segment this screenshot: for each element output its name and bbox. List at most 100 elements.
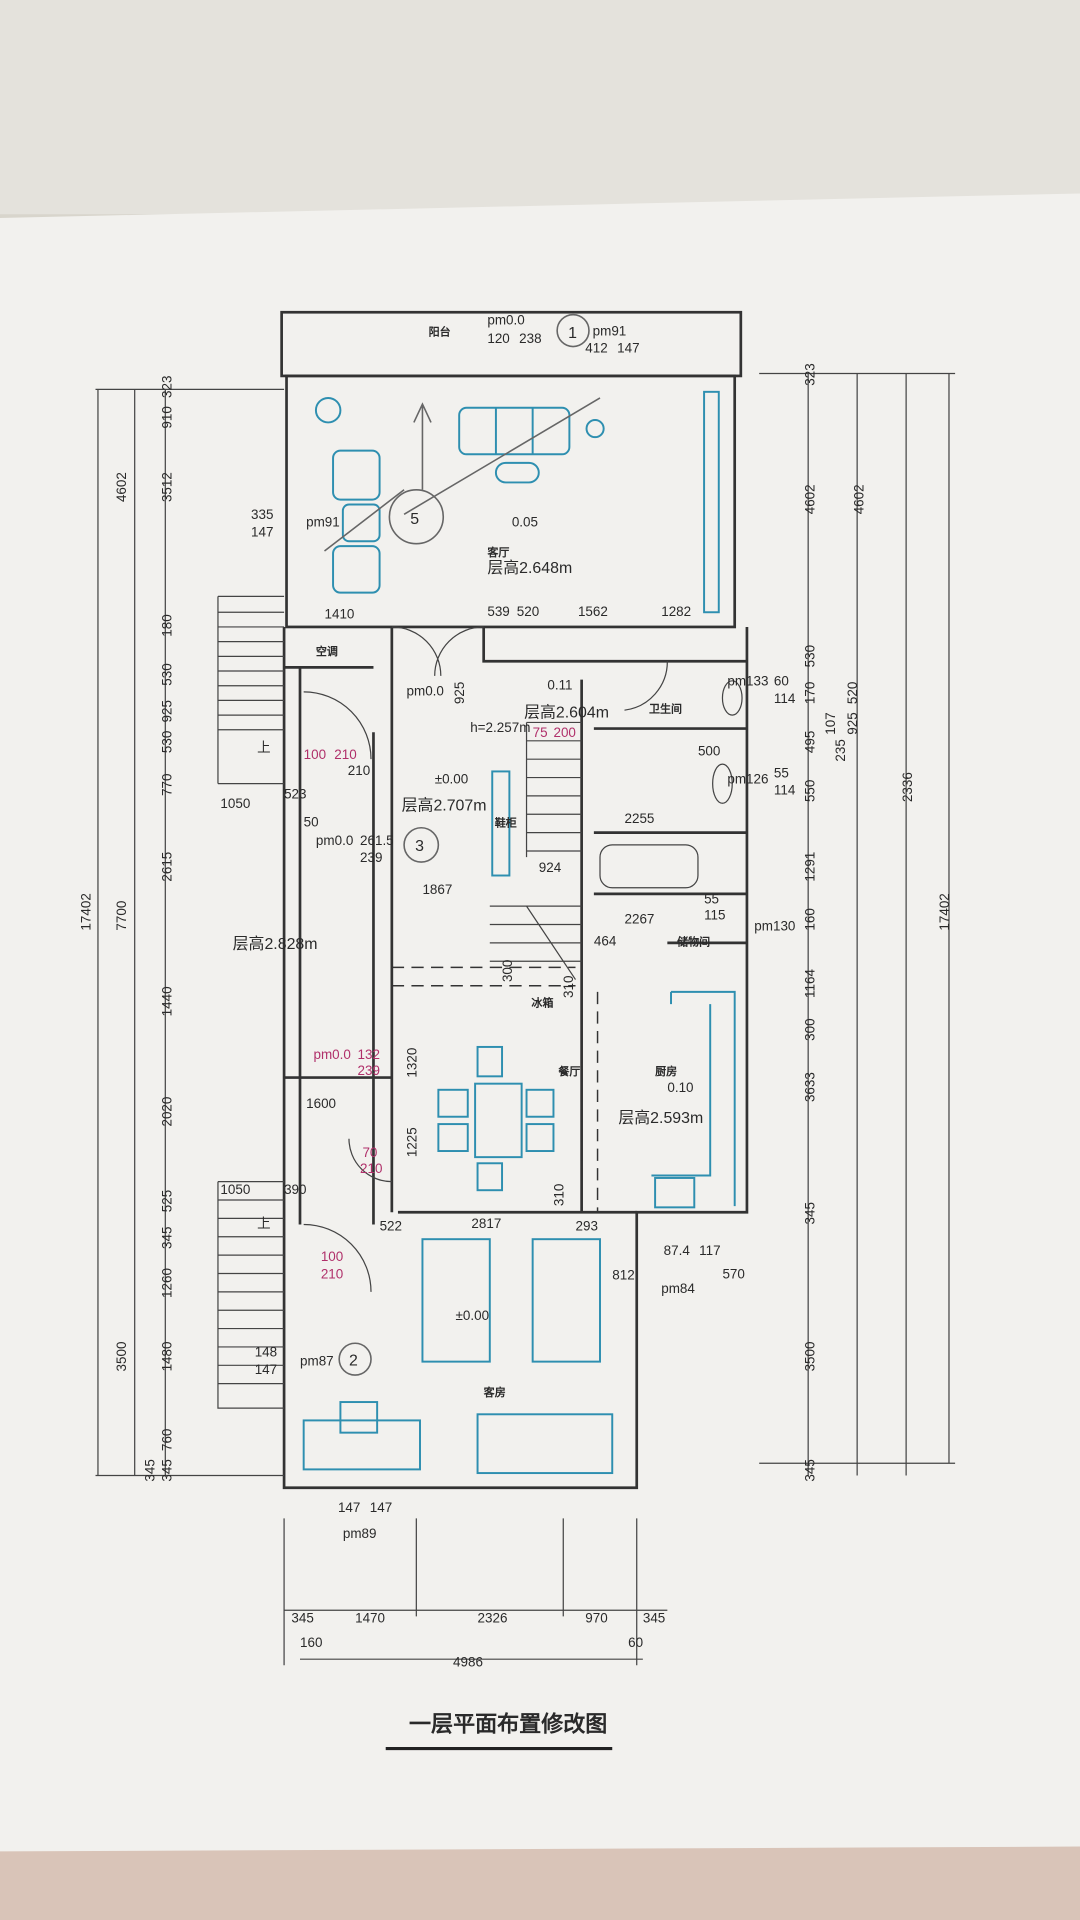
shoe-cabinet-label: 鞋柜 [495,816,517,830]
dimension-right-a: 170 [802,682,817,704]
dimension-left-outer: 3512 [159,472,174,502]
kitchen-height: 层高2.593m [618,1109,703,1127]
dimension-inner: 390 [284,1182,306,1197]
interior-stairs [489,721,582,980]
dimension-inner: 310 [561,976,576,998]
pm87-a: 148 [255,1345,277,1360]
pm91-top-a: 412 [585,341,607,356]
marker-1: 1 [568,325,577,342]
dimension-inner: 1562 [578,604,608,619]
marker-2: 2 [349,1352,358,1369]
marker-3: 3 [415,838,424,855]
living-room-label: 客厅 [486,545,509,559]
side-height: 层高2.828m [233,935,318,953]
dimension-inner: 522 [380,1219,402,1234]
dimension-right-a: 300 [802,1018,817,1040]
dimension-inner: 1600 [306,1096,336,1111]
pm89: pm89 [343,1526,377,1541]
dimension-inner: 310 [551,1184,566,1206]
dimension-right-a: 530 [802,645,817,667]
pm84-a: 87.4 [664,1243,691,1258]
dimension-left-outer: 910 [159,406,174,428]
bedroom-label: 客房 [483,1385,506,1399]
dimension-inner: 520 [517,604,539,619]
dimension-right-a: 495 [802,731,817,753]
dimension-inner: 300 [500,960,515,982]
floor-plan [95,310,956,1751]
win-left-pm: pm91 [306,515,340,530]
dimension-bottom: 2326 [478,1610,508,1625]
shoe-cabinet [491,770,511,877]
pm-left-b: 239 [360,850,382,865]
door-mid-a: 70 [362,1145,377,1160]
dimension-left-outer: 2615 [159,852,174,882]
pencil-annotations [324,313,601,1376]
dimension-inner: 1410 [324,606,354,621]
exterior-stair-outline [217,595,285,1409]
door-red-b: 200 [553,725,575,740]
dimension-inner: 50 [304,815,319,830]
dimension-inner: 2267 [624,911,654,926]
pm133-a: 60 [774,674,789,689]
door-left-b: 210 [334,747,356,762]
dimension-left-outer: 345 [142,1459,157,1481]
dimension-left-total: 17402 [79,893,94,930]
dimension-left-outer: 760 [159,1429,174,1451]
dimension-inner: 1050 [220,796,250,811]
stair-top-height: 层高2.604m [524,704,609,722]
dimension-inner: 1320 [404,1048,419,1078]
dimension-left-outer: 1260 [159,1268,174,1298]
dimension-inner: 523 [284,786,306,801]
pm133-b: 114 [774,691,796,706]
main-walls [282,626,749,1490]
dimension-left-total: 7700 [114,901,129,931]
door-top-a: 120 [487,331,509,346]
dimension-right-b: 2336 [900,772,915,802]
pm130-b: 115 [704,908,725,923]
pm126-b: 114 [774,783,796,798]
exterior-stairs-top [217,611,285,731]
pm-red-a: 132 [358,1047,380,1062]
dimension-right-a: 4602 [802,484,817,514]
storage-label: 储物间 [677,934,710,948]
paper-sheet [0,193,1080,1852]
dimension-left-total: 4602 [114,472,129,502]
living-furniture [314,390,720,614]
stair-top-level: 0.11 [547,677,572,692]
dimension-right-a: 1164 [802,969,817,998]
dimension-right-b: 4602 [851,484,866,514]
aircon-label: 空调 [316,644,338,658]
dimension-left-outer: 530 [159,663,174,685]
h-note: h=2.257m [470,720,530,735]
dimension-right-a: 3633 [802,1072,817,1102]
dimension-inner: 2817 [471,1216,501,1231]
pm126: pm126 [727,772,768,787]
door-swings [303,626,668,1292]
pm89-b: 147 [370,1500,392,1515]
dining-label: 餐厅 [557,1064,580,1078]
dimension-inner: 2255 [624,811,654,826]
dimension-left-outer: 530 [159,731,174,753]
kitchen-counter [651,990,736,1209]
dimension-right-a: 3500 [802,1341,817,1371]
dimension-inner: 500 [698,744,720,759]
pm-left-a: 261.5 [360,833,394,848]
dimension-right-a: 107 [823,712,838,734]
drawing-title: 一层平面布置修改图 [409,1711,607,1736]
dimension-right-a: 345 [802,1459,817,1481]
dimension-inner: 924 [539,860,562,875]
dimension-right-a: 160 [802,908,817,930]
dimension-inner: 1225 [404,1127,419,1157]
up-label-top: 上 [257,740,270,755]
dimension-lines [95,372,956,1666]
tablecloth-bottom [0,1842,1080,1920]
door-top-b: 238 [519,331,541,346]
dimension-right-a: 345 [802,1202,817,1224]
pm89-a: 147 [338,1500,360,1515]
pm130-a: 55 [704,892,719,907]
dimension-left-outer: 1440 [159,986,174,1016]
dimension-inner: 1867 [422,882,452,897]
bedroom-level: ±0.00 [456,1308,490,1323]
